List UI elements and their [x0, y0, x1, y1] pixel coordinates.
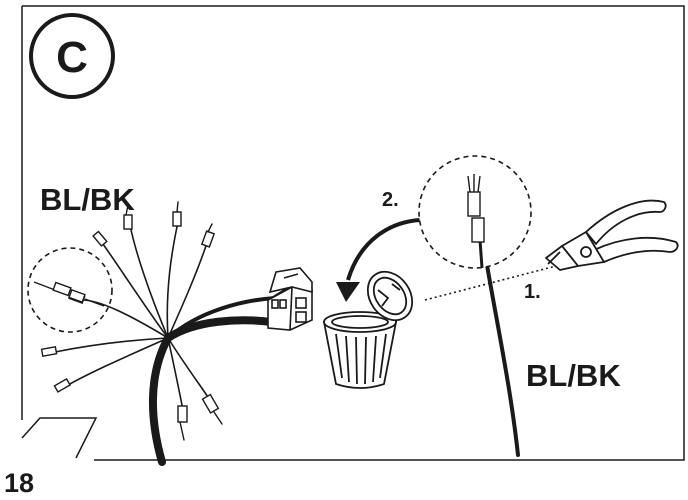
- page-number: 18: [4, 468, 34, 498]
- detail-terminal-left: [33, 281, 105, 307]
- panel-frame: [21, 5, 685, 461]
- step-badge: C: [29, 13, 115, 99]
- wire-color-label-right: BL/BK: [526, 358, 621, 393]
- trash-bin-icon: [322, 270, 414, 389]
- side-cutter-pliers-icon: [545, 199, 679, 271]
- detail-terminal-right: [467, 174, 485, 269]
- wire-harness-icon: [40, 201, 277, 466]
- wire-right: [480, 233, 520, 457]
- step-badge-letter: C: [56, 33, 88, 82]
- step-2-arrowhead: [336, 282, 360, 302]
- cut-guide-line: [424, 264, 561, 301]
- step-2-arrow: [346, 218, 421, 281]
- step-2-label: 2.: [382, 189, 399, 211]
- detail-callout-left: [27, 247, 113, 333]
- step-badge-circle: [29, 13, 115, 99]
- wire-color-label-left: BL/BK: [40, 182, 135, 217]
- step-1-label: 1.: [524, 281, 541, 303]
- connector-block: [267, 267, 313, 331]
